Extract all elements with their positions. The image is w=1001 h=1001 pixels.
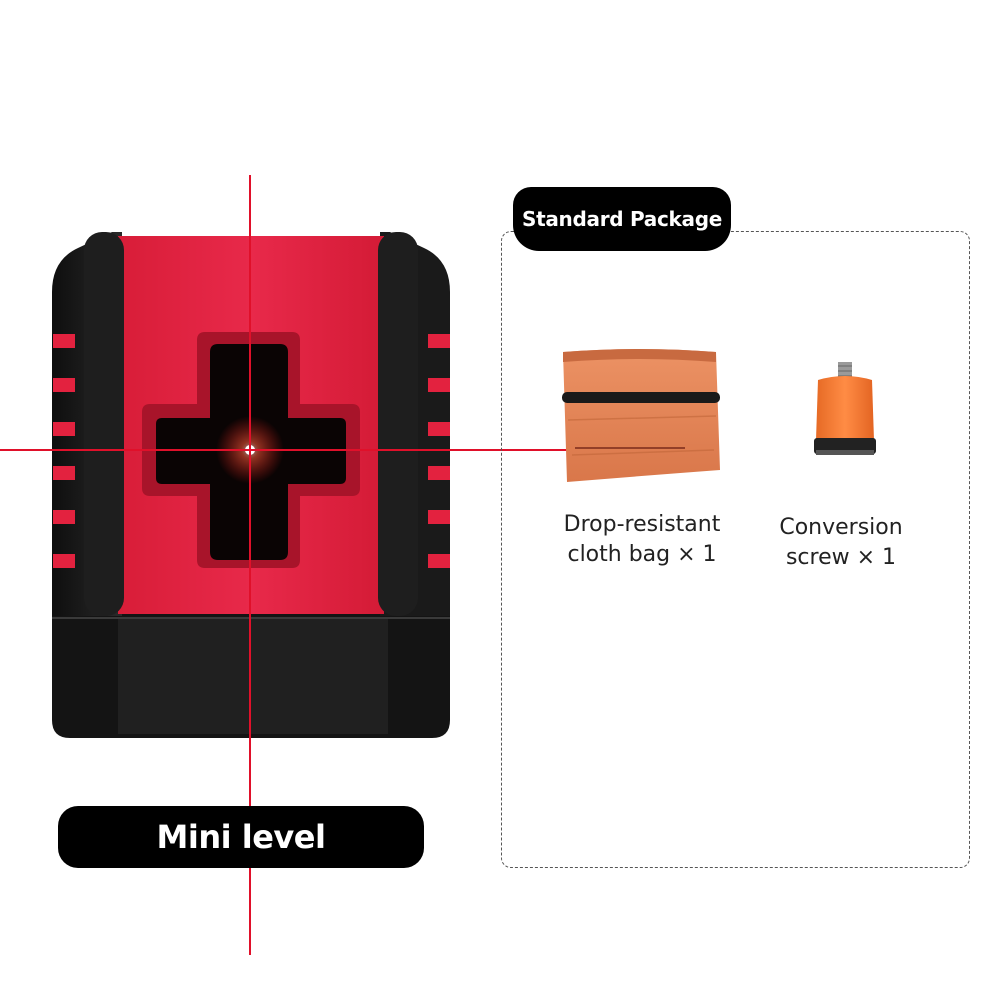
cloth-bag-icon bbox=[562, 349, 720, 482]
cloth-bag-caption: Drop-resistant cloth bag × 1 bbox=[552, 510, 732, 570]
standard-package-box bbox=[501, 231, 970, 868]
standard-package-title: Standard Package bbox=[513, 187, 731, 251]
conversion-screw-icon bbox=[814, 362, 876, 455]
conversion-screw-caption-line2: screw × 1 bbox=[785, 545, 897, 570]
mini-level-label: Mini level bbox=[58, 806, 424, 868]
conversion-screw-caption-line1: Conversion bbox=[779, 515, 903, 540]
cloth-bag-caption-line2: cloth bag × 1 bbox=[567, 542, 717, 567]
conversion-screw-caption: Conversion screw × 1 bbox=[770, 513, 912, 573]
cloth-bag-caption-line1: Drop-resistant bbox=[563, 512, 721, 537]
